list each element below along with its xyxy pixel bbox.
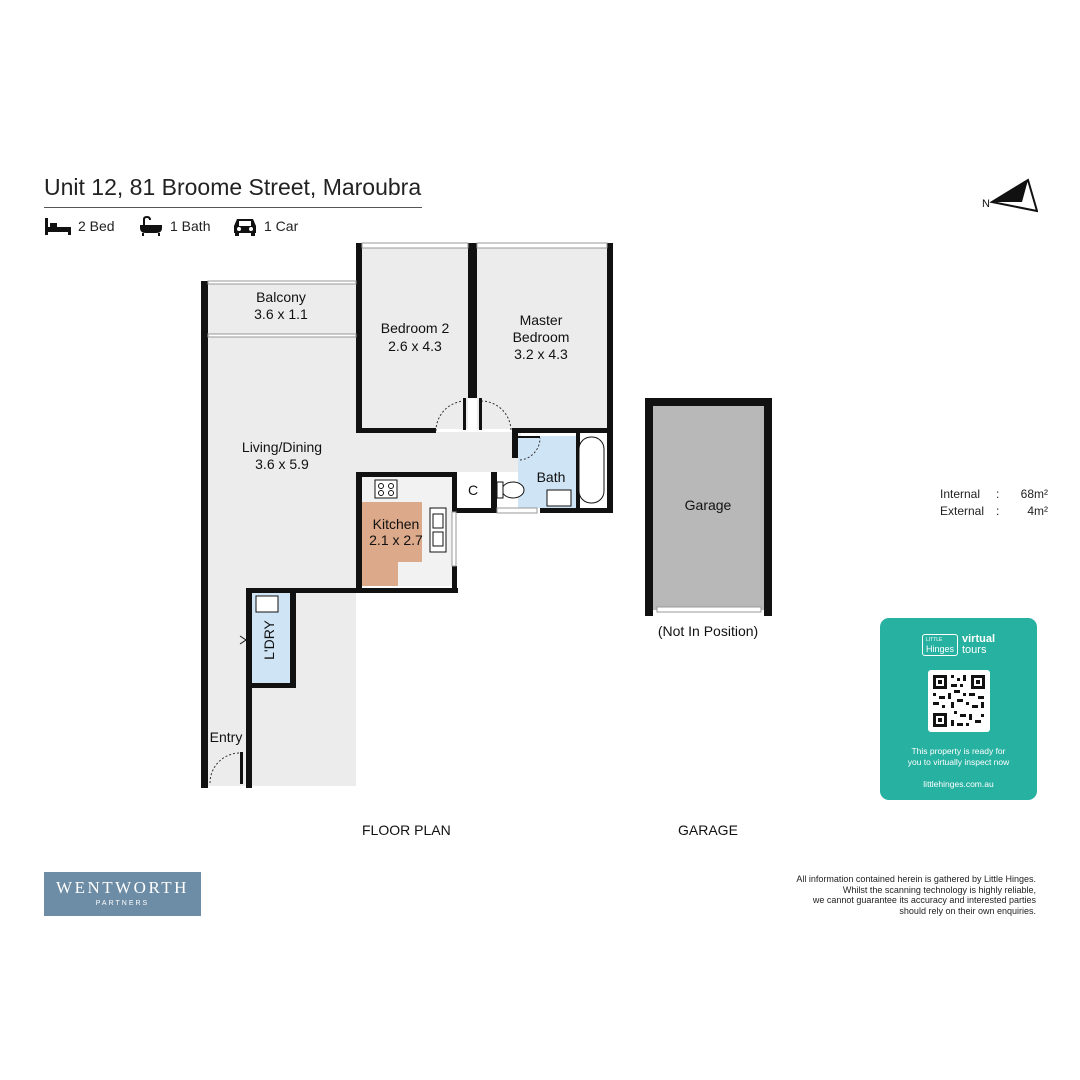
- disclaimer: All information contained herein is gath…: [716, 874, 1036, 916]
- virtual-tour-message: This property is ready for you to virtua…: [907, 746, 1010, 767]
- title-divider: [44, 207, 422, 208]
- bath-feature: 1 Bath: [138, 216, 210, 236]
- agency-logo: WENTWORTH PARTNERS: [44, 872, 201, 916]
- master-floor: [477, 248, 607, 429]
- area-summary: Internal : 68m² External : 4m²: [940, 487, 1048, 521]
- walls: [201, 243, 772, 788]
- hinges-logo-icon: LITTLE Hinges: [921, 634, 958, 656]
- logo-sub: PARTNERS: [95, 900, 150, 907]
- kitchen-sink-icon: [429, 507, 447, 553]
- disclaimer-line: All information contained herein is gath…: [796, 874, 1036, 884]
- balcony-label: Balcony: [256, 289, 306, 305]
- vt-product-2: tours: [962, 644, 987, 656]
- basin-icon: [546, 489, 572, 507]
- bed-icon: [45, 218, 71, 235]
- living-size: 3.6 x 5.9: [255, 456, 309, 472]
- master-label-2: Bedroom: [513, 329, 570, 345]
- bed-feature: 2 Bed: [44, 216, 115, 236]
- bath-count: 1 Bath: [170, 218, 211, 234]
- laundry-label: L'DRY: [261, 619, 277, 659]
- property-title: Unit 12, 81 Broome Street, Maroubra: [44, 174, 422, 200]
- door-leaves: [240, 398, 540, 784]
- living-label: Living/Dining: [242, 439, 322, 455]
- north-compass: N: [982, 178, 1039, 219]
- balcony-size: 3.6 x 1.1: [254, 306, 308, 322]
- area-row-external: External : 4m²: [940, 504, 1048, 521]
- door-swings: [209, 400, 541, 784]
- bedroom2-label: Bedroom 2: [381, 320, 450, 336]
- area-value: 4m²: [1027, 504, 1048, 518]
- cupboard-label: C: [468, 482, 478, 498]
- virtual-tour-brand: LITTLE Hinges virtual tours: [880, 634, 1037, 656]
- compass-north-label: N: [982, 198, 990, 210]
- bedroom2-floor: [362, 248, 468, 429]
- garage-floor: [650, 405, 766, 610]
- bedroom2-size: 2.6 x 4.3: [388, 338, 442, 354]
- car-feature: 1 Car: [232, 216, 298, 236]
- qr-code-icon[interactable]: [927, 670, 990, 732]
- disclaimer-line: Whilst the scanning technology is highly…: [842, 884, 1036, 895]
- area-label: External: [940, 504, 985, 518]
- garage-label: Garage: [685, 497, 732, 513]
- windows: [207, 242, 762, 613]
- car-count: 1 Car: [264, 218, 299, 234]
- area-label: Internal: [940, 487, 981, 501]
- cooktop-icon: [374, 479, 398, 499]
- area-row-internal: Internal : 68m²: [940, 487, 1048, 504]
- bathtub-icon: [578, 436, 605, 504]
- area-value: 68m²: [1020, 487, 1048, 501]
- kitchen-label: Kitchen: [373, 516, 420, 532]
- bath-icon: [140, 216, 162, 236]
- virtual-tour-card[interactable]: LITTLE Hinges virtual tours: [880, 618, 1037, 800]
- disclaimer-line: should rely on their own enquiries.: [899, 905, 1036, 916]
- floor-plan-caption: FLOOR PLAN: [362, 822, 451, 838]
- balcony-floor: [208, 283, 356, 335]
- living-floor: [208, 336, 356, 786]
- bed-count: 2 Bed: [78, 218, 115, 234]
- floor-fills: [208, 248, 766, 786]
- kitchen-size: 2.1 x 2.7: [369, 532, 423, 548]
- garage-note: (Not In Position): [658, 623, 758, 639]
- laundry-tub-icon: [255, 595, 279, 613]
- entry-label: Entry: [210, 729, 243, 745]
- garage-caption: GARAGE: [678, 822, 738, 838]
- virtual-tour-link[interactable]: littlehinges.com.au: [923, 779, 994, 789]
- toilet-icon: [501, 481, 525, 499]
- master-size: 3.2 x 4.3: [514, 346, 568, 362]
- car-icon: [234, 219, 256, 236]
- fixtures: [239, 436, 605, 645]
- bath-label: Bath: [537, 469, 566, 485]
- hall-floor: [356, 432, 521, 472]
- vt-product-1: virtual: [962, 633, 996, 645]
- disclaimer-line: we cannot guarantee its accuracy and int…: [812, 895, 1036, 905]
- master-label-1: Master: [520, 312, 563, 328]
- logo-name: WENTWORTH: [56, 878, 189, 897]
